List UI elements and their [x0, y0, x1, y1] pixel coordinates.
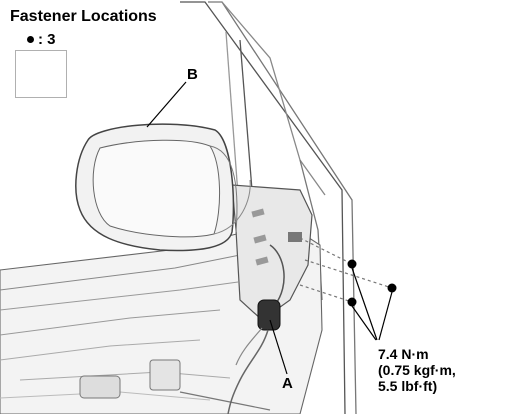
torque-specification: 7.4 N·m (0.75 kgf·m, 5.5 lbf·ft): [378, 346, 456, 394]
fastener-count: : 3: [27, 31, 56, 48]
callout-b: B: [187, 66, 198, 83]
torque-nm: 7.4 N·m: [378, 346, 429, 362]
fastener-count-text: : 3: [38, 31, 56, 48]
torque-kgfm: (0.75 kgf·m,: [378, 362, 456, 378]
fastener-dot: [347, 297, 357, 307]
fastener-markers: [347, 259, 397, 307]
fastener-locations-title: Fastener Locations: [10, 8, 157, 25]
mirror-mounting-base: [231, 184, 313, 321]
mirror-connector: [227, 299, 281, 414]
fastener-legend-box: [15, 50, 67, 98]
fastener-dot: [347, 259, 357, 269]
fastener-dot-icon: [27, 36, 34, 43]
torque-lbfft: 5.5 lbf·ft): [378, 378, 438, 394]
door-window-frame: [180, 1, 357, 414]
fastener-dot: [387, 283, 397, 293]
callout-a: A: [282, 375, 293, 392]
door-mirror: [75, 123, 251, 252]
leader-lines: [146, 81, 393, 375]
